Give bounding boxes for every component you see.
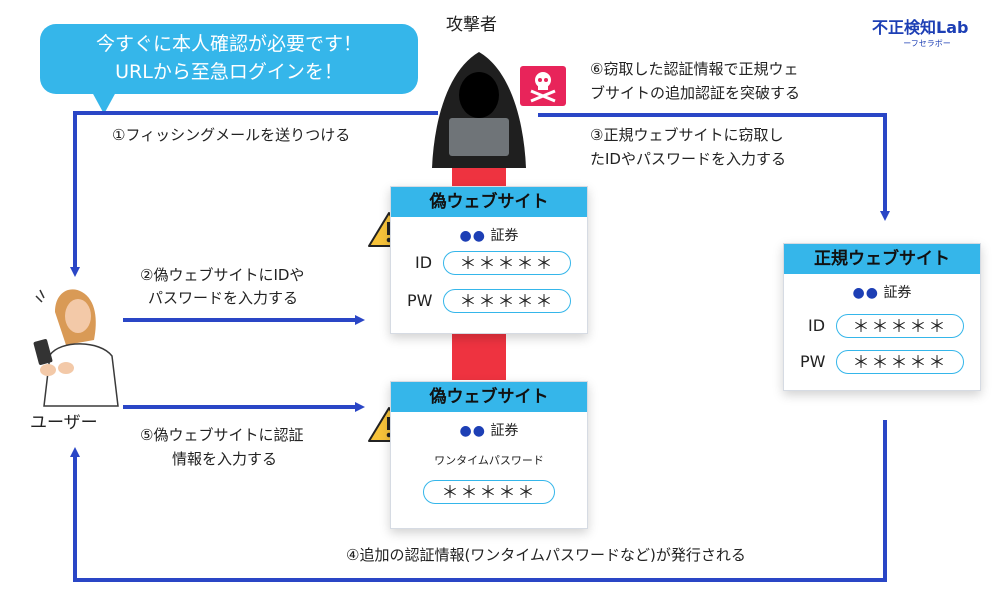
skull-icon-graphic [520, 66, 566, 106]
password-input[interactable]: ＊＊＊＊＊ [443, 289, 571, 313]
phishing-message-bubble: 今すぐに本人確認が必要です！ URLから至急ログインを！ [40, 24, 418, 94]
step-3-text-line1: ③正規ウェブサイトに窃取し [590, 126, 784, 144]
fake-site-1-card: 偽ウェブサイト ●● 証券 ID ＊＊＊＊＊ PW ＊＊＊＊＊ [390, 186, 588, 334]
step-3-text-line2: たIDやパスワードを入力する [590, 150, 786, 168]
fake-site-2-card: 偽ウェブサイト ●● 証券 ワンタイムパスワード ＊＊＊＊＊ [390, 381, 588, 529]
arrow-step3 [538, 113, 890, 221]
brand-name: 証券 [490, 228, 519, 244]
user-figure [33, 289, 119, 407]
bubble-tail [92, 92, 116, 114]
id-label: ID [808, 316, 826, 335]
bubble-line-2: URLから至急ログインを！ [115, 61, 343, 83]
attacker-figure [432, 52, 526, 168]
brand-dots: ●● [459, 423, 486, 439]
real-site-card: 正規ウェブサイト ●● 証券 ID ＊＊＊＊＊ PW ＊＊＊＊＊ [783, 243, 981, 391]
step-2-text-line2: パスワードを入力する [148, 289, 299, 307]
step-2-text-line1: ②偽ウェブサイトにIDや [140, 266, 305, 284]
logo-title: 不正検知Lab [872, 18, 969, 37]
logo-subtitle: ーフセラボー [903, 39, 951, 48]
arrow-step4 [70, 420, 887, 582]
arrow-step1 [70, 111, 438, 277]
otp-label: ワンタイムパスワード [434, 454, 544, 467]
user-label: ユーザー [30, 413, 98, 433]
brand-name: 証券 [490, 423, 519, 439]
step-6-text-line2: ブサイトの追加認証を突破する [590, 84, 801, 102]
id-input[interactable]: ＊＊＊＊＊ [836, 314, 964, 338]
pw-label: PW [800, 352, 826, 371]
real-site-brand: ●● 証券 [784, 282, 980, 302]
red-arrow-connector [452, 334, 506, 380]
id-input[interactable]: ＊＊＊＊＊ [443, 251, 571, 275]
password-input[interactable]: ＊＊＊＊＊ [836, 350, 964, 374]
real-site-title: 正規ウェブサイト [784, 244, 980, 274]
brand-dots: ●● [852, 285, 879, 301]
brand-name: 証券 [883, 285, 912, 301]
step-5-text-line2: 情報を入力する [172, 450, 278, 468]
step-6-text-line1: ⑥窃取した認証情報で正規ウェ [590, 60, 799, 78]
otp-input[interactable]: ＊＊＊＊＊ [423, 480, 555, 504]
step-1-text: ①フィッシングメールを送りつける [112, 126, 351, 144]
id-label: ID [415, 253, 433, 272]
fake-site-2-brand: ●● 証券 [391, 420, 587, 440]
pw-label: PW [407, 291, 433, 310]
brand-dots: ●● [459, 228, 486, 244]
fake-site-1-brand: ●● 証券 [391, 225, 587, 245]
logo: 不正検知Lab ーフセラボー [872, 14, 982, 49]
step-4-text: ④追加の認証情報(ワンタイムパスワードなど)が発行される [346, 546, 746, 564]
fake-site-2-title: 偽ウェブサイト [391, 382, 587, 412]
bubble-line-1: 今すぐに本人確認が必要です！ [95, 33, 362, 55]
step-5-text-line1: ⑤偽ウェブサイトに認証 [140, 426, 304, 444]
attacker-label: 攻撃者 [446, 15, 497, 35]
fake-site-1-title: 偽ウェブサイト [391, 187, 587, 217]
